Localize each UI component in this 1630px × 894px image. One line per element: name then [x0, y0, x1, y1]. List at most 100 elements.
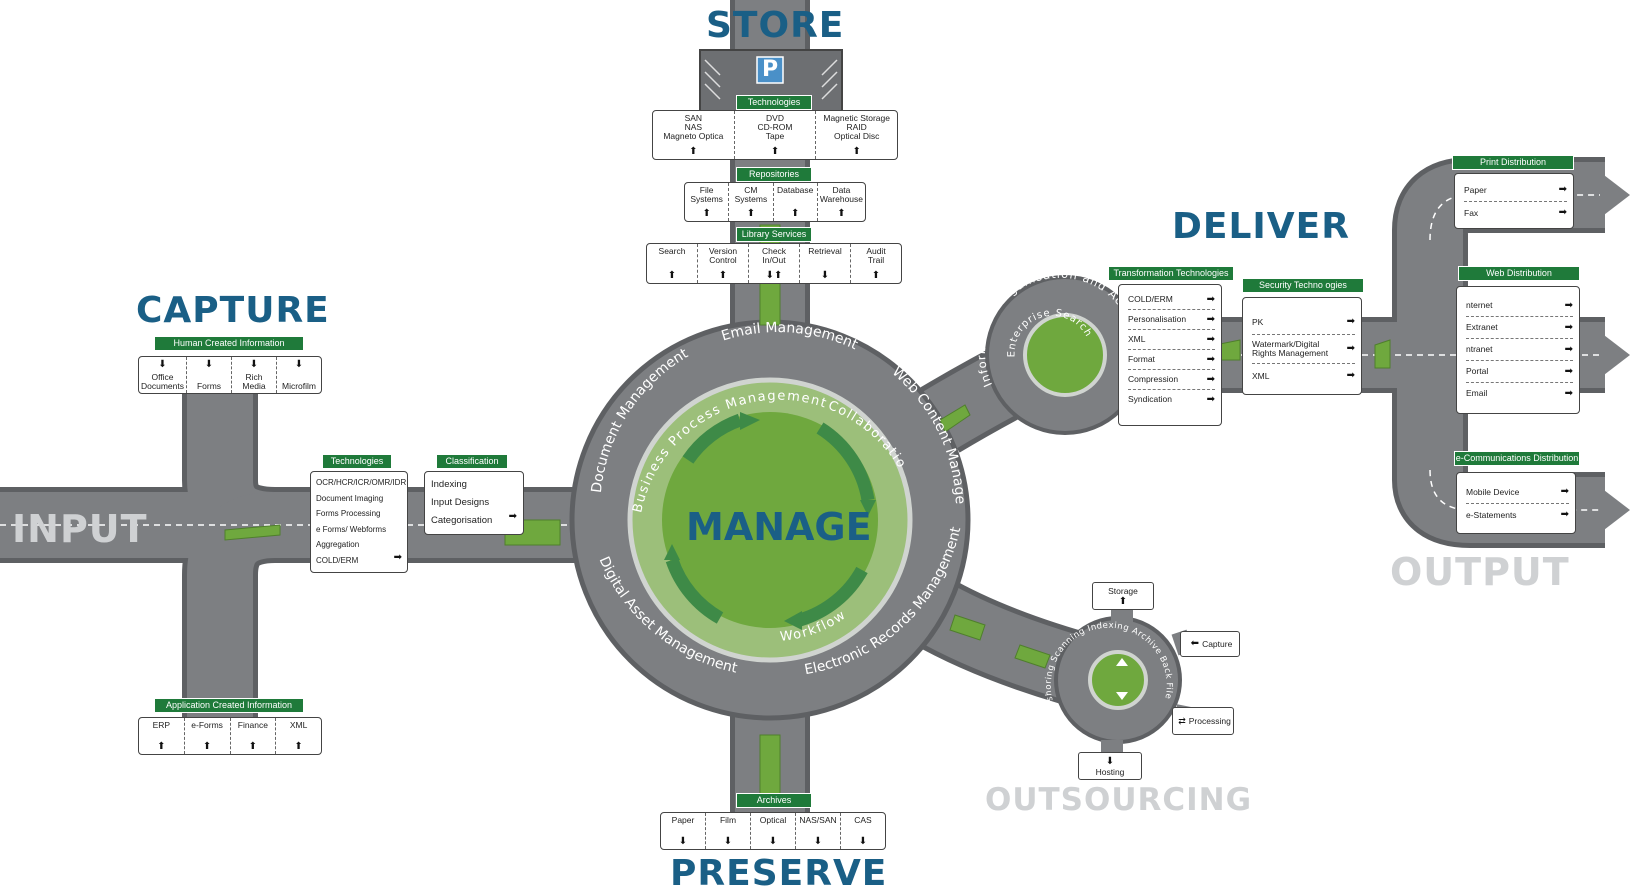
right-arrow-icon: ➡ [1206, 293, 1215, 305]
up-arrow-icon: ⬆ [202, 741, 212, 752]
right-arrow-icon: ➡ [508, 511, 517, 522]
archive-cell: NAS/SAN⬇ [796, 813, 841, 849]
print-distribution-box: Paper➡ Fax➡ [1454, 173, 1574, 229]
capture-technologies-box: OCR/HCR/ICR/OMR/IDR Document Imaging For… [310, 471, 408, 573]
outsourcing-processing-box: ⇄Processing [1172, 707, 1234, 735]
security-title: Security Techno ogies [1242, 278, 1364, 293]
application-created-box: ERP⬆ e-Forms⬆ Finance⬆ XML⬆ [138, 717, 322, 755]
store-tech-cell: DVD CD-ROM Tape⬆ [735, 111, 817, 159]
web-item: ntranet➡ [1466, 339, 1573, 361]
up-arrow-icon: ⬆ [852, 146, 861, 157]
web-item: Extranet➡ [1466, 317, 1573, 339]
down-arrow-icon: ⬇ [294, 359, 304, 370]
application-created-cell: XML⬆ [289, 720, 308, 752]
repository-cell: CM Systems⬆ [729, 183, 774, 221]
human-created-cell: ⬇Rich Media [232, 357, 277, 393]
capture-tech-item: Document Imaging [316, 493, 384, 503]
capture-label: Capture [1202, 639, 1233, 649]
classification-item: Categorisation➡ [431, 512, 517, 530]
repository-cell: Data Warehouse⬆ [819, 185, 863, 219]
human-created-cell: ⬇Forms [187, 357, 232, 393]
ecomm-item: e-Statements➡ [1466, 509, 1569, 520]
store-tech-cell: SAN NAS Magneto Optica⬆ [653, 111, 735, 159]
library-service-cell: Version Control⬆ [698, 244, 749, 283]
down-arrow-icon: ⬇ [249, 359, 259, 370]
right-arrow-icon: ➡ [1560, 509, 1569, 520]
security-box: PK➡ Watermark/Digital Rights Management➡… [1242, 297, 1362, 395]
application-created-title: Application Created Information [154, 698, 304, 713]
capture-heading: CAPTURE [136, 290, 330, 331]
print-item: Fax➡ [1464, 207, 1567, 218]
deliver-heading: DELIVER [1172, 206, 1350, 247]
store-tech-cell: Magnetic Storage RAID Optical Disc⬆ [823, 113, 890, 157]
classification-item: Input Designs [431, 497, 490, 508]
hosting-label: Hosting [1095, 767, 1125, 777]
preserve-heading: PRESERVE [670, 853, 888, 894]
right-arrow-icon: ➡ [1564, 365, 1573, 377]
down-arrow-icon: ⬇ [1105, 756, 1115, 767]
down-arrow-icon: ⬇ [158, 359, 167, 370]
human-created-cell: ⬇Microfilm [282, 359, 316, 392]
right-arrow-icon: ➡ [1346, 343, 1355, 354]
down-arrow-icon: ⬇ [204, 359, 214, 370]
right-arrow-icon: ➡ [1206, 333, 1215, 345]
store-technologies-title: Technologies [736, 95, 812, 110]
capture-tech-item: OCR/HCR/ICR/OMR/IDR [316, 478, 407, 487]
down-arrow-icon: ⬇ [820, 270, 830, 281]
down-arrow-icon: ⬇ [858, 836, 868, 847]
classification-item: Indexing [431, 479, 467, 490]
up-arrow-icon: ⬆ [770, 146, 780, 157]
archive-cell: Film⬇ [706, 813, 751, 849]
store-technologies-box: SAN NAS Magneto Optica⬆ DVD CD-ROM Tape⬆… [652, 110, 898, 160]
up-arrow-icon: ⬆ [791, 208, 800, 219]
right-arrow-icon: ➡ [1206, 393, 1215, 405]
outsourcing-hosting-box: ⬇ Hosting [1078, 752, 1142, 780]
human-created-box: ⬇Office Documents ⬇Forms ⬇Rich Media ⬇Mi… [138, 356, 322, 394]
ecomm-item: Mobile Device➡ [1466, 481, 1569, 504]
transformation-item: Format➡ [1128, 350, 1215, 370]
ecomm-distribution-box: Mobile Device➡ e-Statements➡ [1456, 472, 1576, 534]
archive-cell: Optical⬇ [751, 813, 796, 849]
web-distribution-box: nternet➡ Extranet➡ ntranet➡ Portal➡ Emai… [1456, 286, 1580, 414]
down-arrow-icon: ⬇ [768, 836, 778, 847]
library-services-box: Search⬆ Version Control⬆ Check In/Out⬇⬆ … [646, 243, 902, 284]
up-arrow-icon: ⬆ [837, 208, 846, 219]
up-down-arrow-icon: ⬇⬆ [765, 270, 783, 281]
up-arrow-icon: ⬆ [248, 741, 258, 752]
right-arrow-icon: ➡ [1346, 316, 1355, 327]
left-arrow-icon: ⬅ [1190, 638, 1200, 649]
transformation-item: Compression➡ [1128, 370, 1215, 390]
up-arrow-icon: ⬆ [1118, 596, 1128, 607]
library-service-cell: Audit Trail⬆ [866, 246, 886, 281]
archive-cell: Paper⬇ [661, 813, 706, 849]
transformation-item: COLD/ERM➡ [1128, 290, 1215, 310]
store-repositories-title: Repositories [736, 167, 812, 182]
library-service-cell: Check In/Out⬇⬆ [749, 244, 800, 283]
capture-tech-item: Forms Processing [316, 509, 381, 518]
transformation-item: XML➡ [1128, 330, 1215, 350]
application-created-cell: ERP⬆ [139, 718, 185, 754]
transformation-item: Syndication➡ [1128, 393, 1215, 405]
up-arrow-icon: ⬆ [689, 146, 698, 157]
archives-title: Archives [736, 793, 812, 808]
outsourcing-storage-box: Storage ⬆ [1092, 582, 1154, 610]
right-arrow-icon: ➡ [1558, 207, 1567, 218]
right-arrow-icon: ➡ [1206, 353, 1215, 365]
parking-sign-icon: P [761, 57, 779, 82]
right-arrow-icon: ➡ [1564, 299, 1573, 311]
print-item: Paper➡ [1464, 179, 1567, 202]
archive-cell: CAS⬇ [854, 815, 872, 847]
right-arrow-icon: ➡ [1560, 486, 1569, 497]
right-arrow-icon: ➡ [1346, 370, 1355, 381]
repository-cell: Database⬆ [774, 183, 818, 221]
processing-label: Processing [1188, 716, 1231, 726]
web-item: Email➡ [1466, 387, 1573, 399]
capture-technologies-title: Technologies [322, 454, 392, 469]
library-service-cell: Search⬆ [647, 244, 698, 283]
right-arrow-icon: ➡ [1564, 343, 1573, 355]
application-created-cell: e-Forms⬆ [185, 718, 231, 754]
right-arrow-icon: ➡ [1558, 184, 1567, 195]
up-arrow-icon: ⬆ [667, 270, 677, 281]
security-item: PK➡ [1252, 310, 1355, 335]
down-arrow-icon: ⬇ [813, 836, 823, 847]
